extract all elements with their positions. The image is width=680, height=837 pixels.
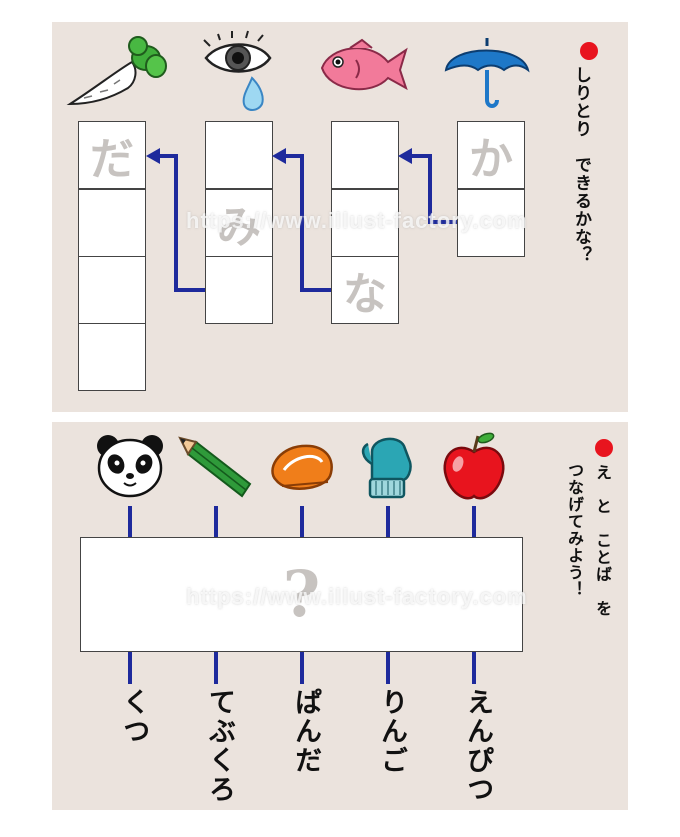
word-enpitsu: えんぴつ xyxy=(462,688,493,804)
grid-cell[interactable] xyxy=(457,121,525,189)
hint-da: だ xyxy=(90,134,134,185)
pencil-icon xyxy=(178,436,252,498)
arrow-head-icon xyxy=(398,148,412,164)
bread-icon xyxy=(271,444,333,490)
bullet-icon xyxy=(595,439,613,457)
grid-cell[interactable] xyxy=(78,121,146,189)
arrow-head-icon xyxy=(146,148,160,164)
mitten-icon xyxy=(361,437,412,499)
word-tebukuro: てぶくろ xyxy=(204,688,235,804)
bullet-icon xyxy=(580,42,598,60)
hint-ka: か xyxy=(469,134,513,185)
arrow-head-icon xyxy=(272,148,286,164)
word-panda: ぱんだ xyxy=(290,688,321,775)
grid-cell[interactable] xyxy=(205,256,273,324)
grid-cell[interactable] xyxy=(457,189,525,257)
arrow-icon xyxy=(152,154,205,292)
panda-icon xyxy=(97,435,163,498)
grid-cell[interactable] xyxy=(205,189,273,257)
fish-icon xyxy=(320,38,408,91)
shiritori-instruction: しりとり できるかな？ xyxy=(571,66,591,264)
arrow-icon xyxy=(278,154,331,292)
umbrella-icon xyxy=(444,38,530,108)
arrow-icon xyxy=(404,154,457,224)
answer-box[interactable] xyxy=(80,537,523,652)
hint-mi: み xyxy=(217,202,261,253)
word-kutsu: くつ xyxy=(118,688,149,746)
grid-cell[interactable] xyxy=(78,323,146,391)
word-ringo: りんご xyxy=(376,688,407,775)
grid-cell[interactable] xyxy=(205,121,273,189)
grid-cell[interactable] xyxy=(331,256,399,324)
watermark: https://www.illust-factory.com xyxy=(186,584,528,609)
matching-instruction-line2: つなげてみよう！ xyxy=(565,462,584,598)
daikon-icon xyxy=(66,36,167,106)
question-mark: ? xyxy=(282,557,321,632)
watermark: https://www.illust-factory.com xyxy=(186,208,528,233)
grid-cell[interactable] xyxy=(331,121,399,189)
grid-cell[interactable] xyxy=(331,189,399,257)
apple-icon xyxy=(443,432,505,500)
matching-instruction-line1: え と ことば を xyxy=(593,464,612,617)
eye-icon xyxy=(203,30,272,111)
grid-cell[interactable] xyxy=(78,256,146,324)
hint-na: な xyxy=(343,269,387,320)
